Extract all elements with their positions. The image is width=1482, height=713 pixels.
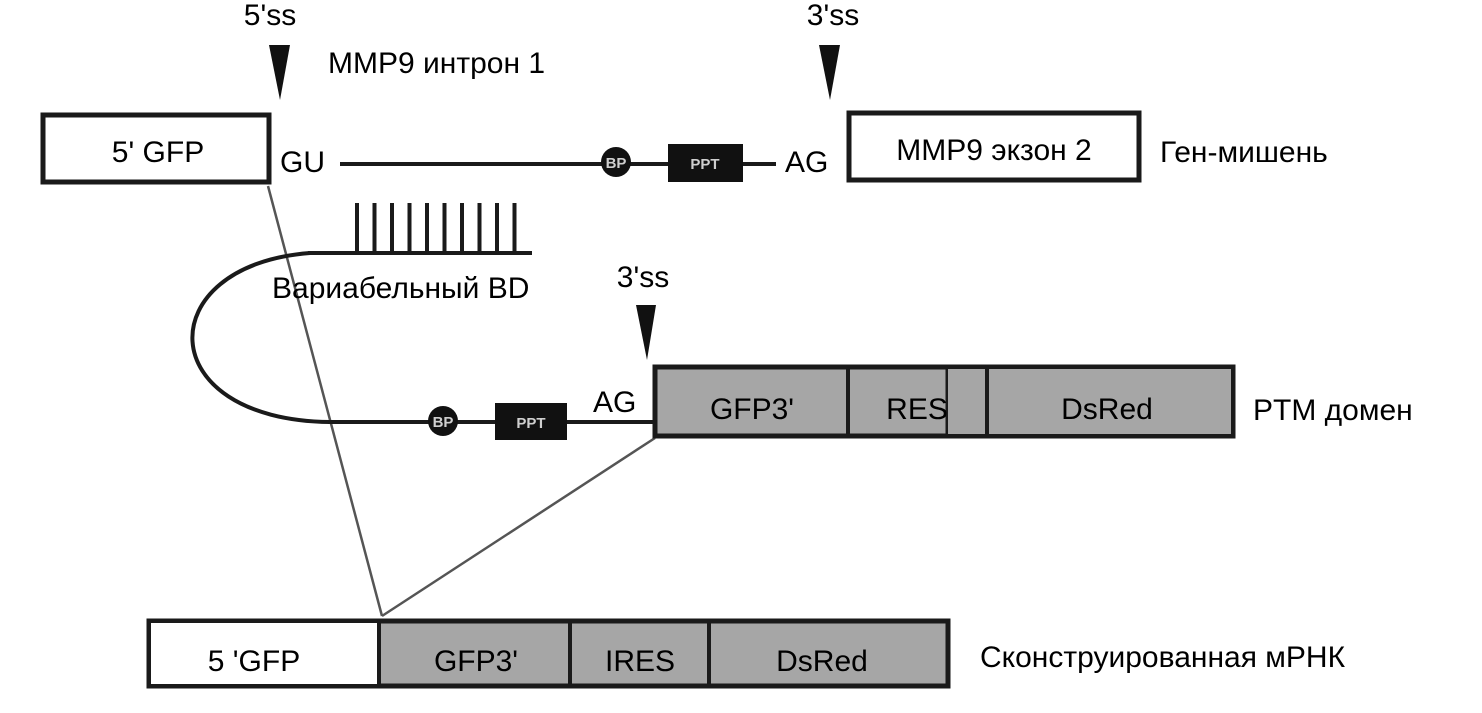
- ppt-box: [668, 144, 743, 182]
- bd-label: Вариабельный BD: [272, 272, 529, 305]
- mrna-segment-gfp3: GFP3': [434, 645, 518, 678]
- ptm-row: Вариабельный BD BP PPT AG 3'ss GFP3' RES…: [190, 203, 1413, 440]
- ptm-segment-res: RES: [886, 393, 948, 426]
- ss3-label: 3'ss: [807, 0, 859, 32]
- target-gene-row: 5'ss MMP9 интрон 1 5' GFP GU BP PPT AG 3…: [40, 0, 1328, 185]
- target-gene-label: Ген-мишень: [1160, 136, 1328, 169]
- ptm-fill-right: [948, 369, 1231, 434]
- ptm-bp-icon: [428, 406, 458, 436]
- exon-mmp9-2-label: MMP9 экзон 2: [896, 134, 1091, 167]
- mrna-label: Сконструированная мРНК: [980, 641, 1346, 674]
- mrna-segment-ires: IRES: [605, 645, 675, 678]
- ss3-arrow-icon: [819, 45, 840, 100]
- mrna-row: 5 'GFP GFP3' IRES DsRed Сконструированна…: [146, 618, 1346, 689]
- ptm-label: PTM домен: [1253, 394, 1413, 427]
- ptm-loop: [190, 251, 331, 424]
- acceptor-site-ag: AG: [785, 146, 828, 179]
- ptm-segment-gfp3: GFP3': [710, 393, 794, 426]
- exon-5gfp-label: 5' GFP: [112, 136, 204, 169]
- ptm-ss3-label: 3'ss: [617, 261, 669, 294]
- mrna-segment-dsred: DsRed: [776, 645, 868, 678]
- connector-5gfp-to-mrna: [266, 185, 384, 617]
- intron-label: MMP9 интрон 1: [328, 47, 545, 80]
- binding-domain-teeth: [355, 203, 517, 253]
- exon-mmp9-2: [846, 110, 1142, 183]
- mrna-segment-5gfp-fill: [151, 623, 378, 684]
- ptm-outer-frame: [652, 364, 1236, 439]
- ptm-ppt-box: [495, 403, 567, 440]
- donor-site-gu: GU: [280, 146, 325, 179]
- mrna-segment-5gfp: 5 'GFP: [208, 645, 300, 678]
- ptm-bp-label: BP: [433, 414, 454, 431]
- ptm-ppt-label: PPT: [516, 415, 545, 432]
- connector-ptm-to-mrna: [381, 436, 656, 618]
- bp-icon: [601, 147, 631, 177]
- ss5-label: 5'ss: [244, 0, 296, 32]
- exon-5gfp: [40, 112, 272, 185]
- ptm-ss3-arrow-icon: [636, 305, 656, 360]
- ptm-segment-dsred: DsRed: [1061, 393, 1153, 426]
- bp-label: BP: [606, 155, 627, 172]
- ss5-arrow-icon: [269, 45, 290, 100]
- ptm-acceptor-ag: AG: [593, 386, 636, 419]
- ppt-label: PPT: [690, 156, 719, 173]
